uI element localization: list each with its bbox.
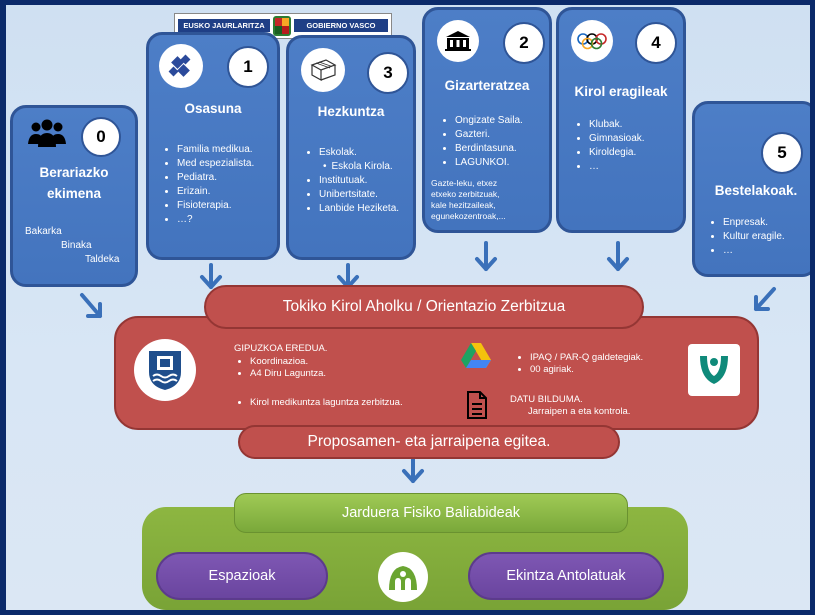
data-subtitle: Jarraipen a eta kontrola. xyxy=(528,406,631,417)
spaces-pill: Espazioak xyxy=(156,552,328,600)
document-icon xyxy=(466,391,488,419)
list-item: … xyxy=(589,160,645,174)
box-health: 1 Osasuna Familia medikua. Med espeziali… xyxy=(146,32,280,260)
box-title: Hezkuntza xyxy=(317,104,385,119)
model-list: Koordinazioa. A4 Diru Laguntza. xyxy=(232,356,326,380)
note-line: egunekozentroak,... xyxy=(431,211,506,221)
box-social-integration: 2 Gizarteratzea Ongizate Saila. Gazteri.… xyxy=(422,7,552,233)
organized-activities-pill: Ekintza Antolatuak xyxy=(468,552,664,600)
note-line: Gazte-leku, etxez xyxy=(431,178,498,188)
list-subitem: Eskola Kirola. xyxy=(332,160,399,174)
box-title-line2: ekimena xyxy=(46,186,102,201)
box-title-line1: Berariazko xyxy=(39,165,109,180)
service-panel: GIPUZKOA EREDUA. Koordinazioa. A4 Diru L… xyxy=(114,316,759,430)
list-item: Med espezialista. xyxy=(177,157,254,171)
education-list: Eskolak. Eskola Kirola. Institutuak. Uni… xyxy=(301,146,399,216)
number-badge: 1 xyxy=(227,46,269,88)
box-title: Gizarteratzea xyxy=(444,78,530,93)
list-item: Unibertsitate. xyxy=(319,188,399,202)
number-badge: 5 xyxy=(761,132,803,174)
note-line: etxeko zerbitzuak, xyxy=(431,189,500,199)
arrow-down-icon xyxy=(402,457,424,483)
questionnaire-list: IPAQ / PAR-Q galdetegiak. 00 agiriak. xyxy=(512,352,643,376)
box-title: Kirol eragileak xyxy=(574,84,668,99)
list-item: Koordinazioa. xyxy=(250,356,326,368)
arrow-diagonal-icon xyxy=(754,287,776,311)
list-item: …? xyxy=(177,213,254,227)
list-item: 00 agiriak. xyxy=(530,364,643,376)
list-item: Erizain. xyxy=(177,185,254,199)
list-item: Gimnasioak. xyxy=(589,132,645,146)
arrow-down-icon xyxy=(475,241,497,271)
box-others: 5 Bestelakoak. Enpresak. Kultur eragile.… xyxy=(692,101,810,277)
mode-solo: Bakarka xyxy=(25,226,62,237)
box-sport-agents: 4 Kirol eragileak Klubak. Gimnasioak. Ki… xyxy=(556,7,686,233)
service-title-pill: Tokiko Kirol Aholku / Orientazio Zerbitz… xyxy=(204,285,644,329)
coat-of-arms-icon xyxy=(271,15,293,37)
people-group-icon xyxy=(27,117,67,151)
list-item: Gazteri. xyxy=(455,128,523,142)
list-item: Familia medikua. xyxy=(177,143,254,157)
gipuzkoa-shield-icon xyxy=(134,339,196,401)
arrow-down-icon xyxy=(200,263,222,289)
mode-group: Taldeka xyxy=(85,254,120,265)
list-item: … xyxy=(723,244,785,258)
logo-right-text: GOBIERNO VASCO xyxy=(294,19,388,32)
model-title: GIPUZKOA EREDUA. xyxy=(234,343,328,354)
data-title: DATU BILDUMA. xyxy=(510,394,583,405)
google-drive-icon xyxy=(460,342,492,370)
list-item: Lanbide Heziketa. xyxy=(319,202,399,216)
box-title: Bestelakoak. xyxy=(714,183,798,198)
medical-list: Kirol medikuntza laguntza zerbitzua. xyxy=(232,397,403,409)
box-individual-initiative: 0 Berariazko ekimena Bakarka Binaka Tald… xyxy=(10,105,138,287)
list-item: Ongizate Saila. xyxy=(455,114,523,128)
health-logo-icon xyxy=(688,344,740,396)
arrow-diagonal-icon xyxy=(80,293,102,318)
others-list: Enpresak. Kultur eragile. … xyxy=(705,216,785,258)
list-item: LAGUNKOI. xyxy=(455,156,523,170)
list-item: Institutuak. xyxy=(319,174,399,188)
social-list: Ongizate Saila. Gazteri. Berdintasuna. L… xyxy=(437,114,523,170)
list-item: Berdintasuna. xyxy=(455,142,523,156)
list-item: Pediatra. xyxy=(177,171,254,185)
list-item: A4 Diru Laguntza. xyxy=(250,368,326,380)
number-badge: 2 xyxy=(503,22,545,64)
basque-government-logo: EUSKO JAURLARITZA GOBIERNO VASCO xyxy=(174,13,392,39)
arrow-down-icon xyxy=(607,241,629,271)
resources-title-pill: Jarduera Fisiko Baliabideak xyxy=(234,493,628,533)
note-line: kale hezitzaileak, xyxy=(431,200,496,210)
flow-arrows xyxy=(80,241,776,483)
number-badge: 4 xyxy=(635,22,677,64)
list-item: Kiroldegia. xyxy=(589,146,645,160)
diagram-canvas: EUSKO JAURLARITZA GOBIERNO VASCO 0 xyxy=(6,5,810,610)
box-title: Osasuna xyxy=(184,101,242,116)
olympic-rings-icon xyxy=(571,20,613,62)
list-item: Fisioterapia. xyxy=(177,199,254,213)
list-item: Enpresak. xyxy=(723,216,785,230)
list-item: Kultur eragile. xyxy=(723,230,785,244)
sport-agents-list: Klubak. Gimnasioak. Kiroldegia. … xyxy=(571,118,645,174)
mode-pair: Binaka xyxy=(61,240,92,251)
health-list: Familia medikua. Med espezialista. Pedia… xyxy=(159,143,254,227)
building-icon xyxy=(437,20,479,62)
arrow-down-icon xyxy=(337,263,359,289)
number-badge: 0 xyxy=(81,117,121,157)
health-cross-icon xyxy=(159,44,203,88)
number-badge: 3 xyxy=(367,52,409,94)
list-item: Eskolak. xyxy=(319,146,399,160)
list-item: Kirol medikuntza laguntza zerbitzua. xyxy=(250,397,403,409)
box-education: 3 Hezkuntza Eskolak. Eskola Kirola. Inst… xyxy=(286,35,416,260)
resources-logo-icon xyxy=(378,552,428,602)
logo-left-text: EUSKO JAURLARITZA xyxy=(178,19,270,32)
school-desk-icon xyxy=(301,48,345,92)
proposal-pill: Proposamen- eta jarraipena egitea. xyxy=(238,425,620,459)
list-item: IPAQ / PAR-Q galdetegiak. xyxy=(530,352,643,364)
list-item: Klubak. xyxy=(589,118,645,132)
